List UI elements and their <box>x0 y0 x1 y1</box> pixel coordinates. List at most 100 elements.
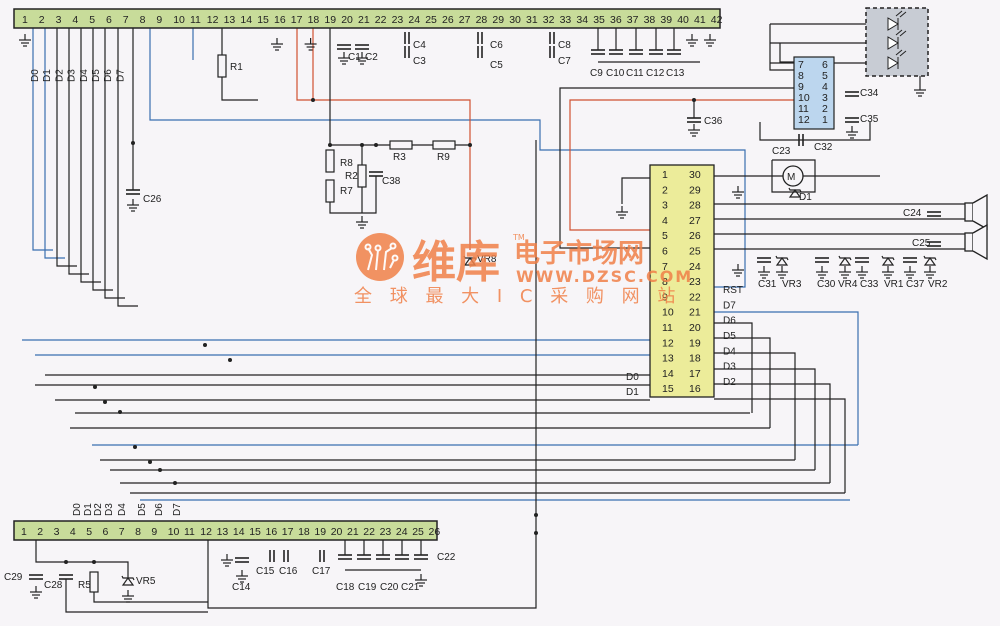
junction-dot <box>64 560 68 564</box>
top-connector-pin-label: 13 <box>224 14 236 26</box>
bottom-connector-pin-label: 19 <box>314 526 326 538</box>
wire <box>44 28 65 259</box>
bottom-connector-pin-label: 5 <box>86 526 92 538</box>
data-bus-label: D6 <box>154 503 165 516</box>
ground-icon <box>127 199 139 212</box>
label-r1: R1 <box>230 62 243 73</box>
main-ic-signal-label: D0 <box>626 372 639 383</box>
ground-icon <box>338 52 350 65</box>
bottom-connector-pin-label: 9 <box>151 526 157 538</box>
capacitor-C12 <box>649 49 663 55</box>
capacitor-C4 <box>404 32 410 44</box>
capacitor-C25 <box>927 241 941 247</box>
ground-icon <box>816 266 828 279</box>
wire <box>35 540 129 578</box>
main-ic-pin-label: 11 <box>662 322 673 334</box>
junction-dot <box>148 460 152 464</box>
wire <box>779 43 794 63</box>
label-c26: C26 <box>143 194 162 205</box>
main-ic-body <box>649 164 715 398</box>
junction-dot <box>328 143 332 147</box>
capacitor-C29 <box>29 574 43 580</box>
ground-icon <box>732 264 744 277</box>
data-bus-label: D4 <box>117 503 128 516</box>
motor-icon: M <box>782 165 804 187</box>
junction-dot <box>534 513 538 517</box>
main-ic-pin-label: 7 <box>662 261 668 273</box>
label-c8: C8 <box>558 40 571 51</box>
capacitor-C38 <box>369 171 383 177</box>
capacitor-C37 <box>903 257 917 263</box>
ground-icon <box>846 126 858 139</box>
junction-dot <box>158 468 162 472</box>
label-c6: C6 <box>490 40 503 51</box>
junction-dot <box>203 343 207 347</box>
capacitor-C22 <box>414 554 428 560</box>
main-ic-pin-label: 24 <box>689 261 701 273</box>
top-connector-pin-label: 9 <box>156 14 162 26</box>
wire <box>65 579 208 613</box>
capacitor-C1 <box>337 44 351 50</box>
wire <box>759 122 871 141</box>
label-c33: C33 <box>860 279 879 290</box>
top-connector-pin-label: 5 <box>89 14 95 26</box>
junction-dot <box>228 358 232 362</box>
capacitor-C15 <box>269 550 275 562</box>
top-connector-pin-label: 31 <box>526 14 538 26</box>
data-bus-label: D1 <box>42 69 53 82</box>
wire <box>714 311 859 445</box>
ground-icon <box>924 266 936 279</box>
data-bus-label: D7 <box>172 503 183 516</box>
top-connector-pin-label: 28 <box>476 14 488 26</box>
label-r3: R3 <box>393 152 406 163</box>
led-driver-pin-label: 2 <box>822 103 828 115</box>
junction-dot <box>93 385 97 389</box>
led-driver-pin-label: 12 <box>798 114 810 126</box>
wire <box>207 140 537 609</box>
main-ic-pin-label: 18 <box>689 353 701 365</box>
wire <box>80 28 101 283</box>
top-connector-pin-label: 37 <box>627 14 639 26</box>
main-ic-pin-label: 21 <box>689 307 701 319</box>
label-c37: C37 <box>906 279 925 290</box>
zener-VR1 <box>881 255 895 266</box>
top-connector-pin-label: 8 <box>140 14 146 26</box>
resistor-R1 <box>217 54 227 78</box>
main-ic-signal-label: D7 <box>723 300 736 311</box>
label-c1: C1 <box>348 52 361 63</box>
watermark-slogan: 全 球 最 大 I C 采 购 网 站 <box>354 286 681 307</box>
capacitor-C11 <box>629 49 643 55</box>
capacitor-C31 <box>757 257 771 263</box>
wire <box>296 28 471 250</box>
label-c29: C29 <box>4 572 23 583</box>
wire <box>221 77 258 101</box>
data-bus-label: D5 <box>91 69 102 82</box>
wire <box>68 28 89 275</box>
main-ic-pin-label: 26 <box>689 230 701 242</box>
bottom-connector-pin-label: 20 <box>331 526 343 538</box>
label-c11: C11 <box>626 68 644 79</box>
label-c28: C28 <box>44 580 63 591</box>
ground-icon <box>221 554 233 567</box>
data-bus-label: D7 <box>115 69 126 82</box>
wires <box>22 23 965 613</box>
wire <box>714 383 831 483</box>
led-panel <box>865 7 929 77</box>
resistor-R3 <box>389 140 413 150</box>
main-ic-signal-label: RST <box>723 285 743 296</box>
label-c36: C36 <box>704 116 723 127</box>
capacitor-C33 <box>855 257 869 263</box>
main-ic-signal-label: D1 <box>626 387 639 398</box>
top-connector-pin-label: 42 <box>711 14 723 26</box>
label-r5: R5 <box>78 580 91 591</box>
led-driver-pin-label: 5 <box>822 70 828 82</box>
wire <box>569 99 794 231</box>
junction-dot <box>118 410 122 414</box>
ground-icon <box>304 38 317 51</box>
bottom-connector-pin-label: 13 <box>217 526 229 538</box>
data-bus-label: D0 <box>30 69 41 82</box>
